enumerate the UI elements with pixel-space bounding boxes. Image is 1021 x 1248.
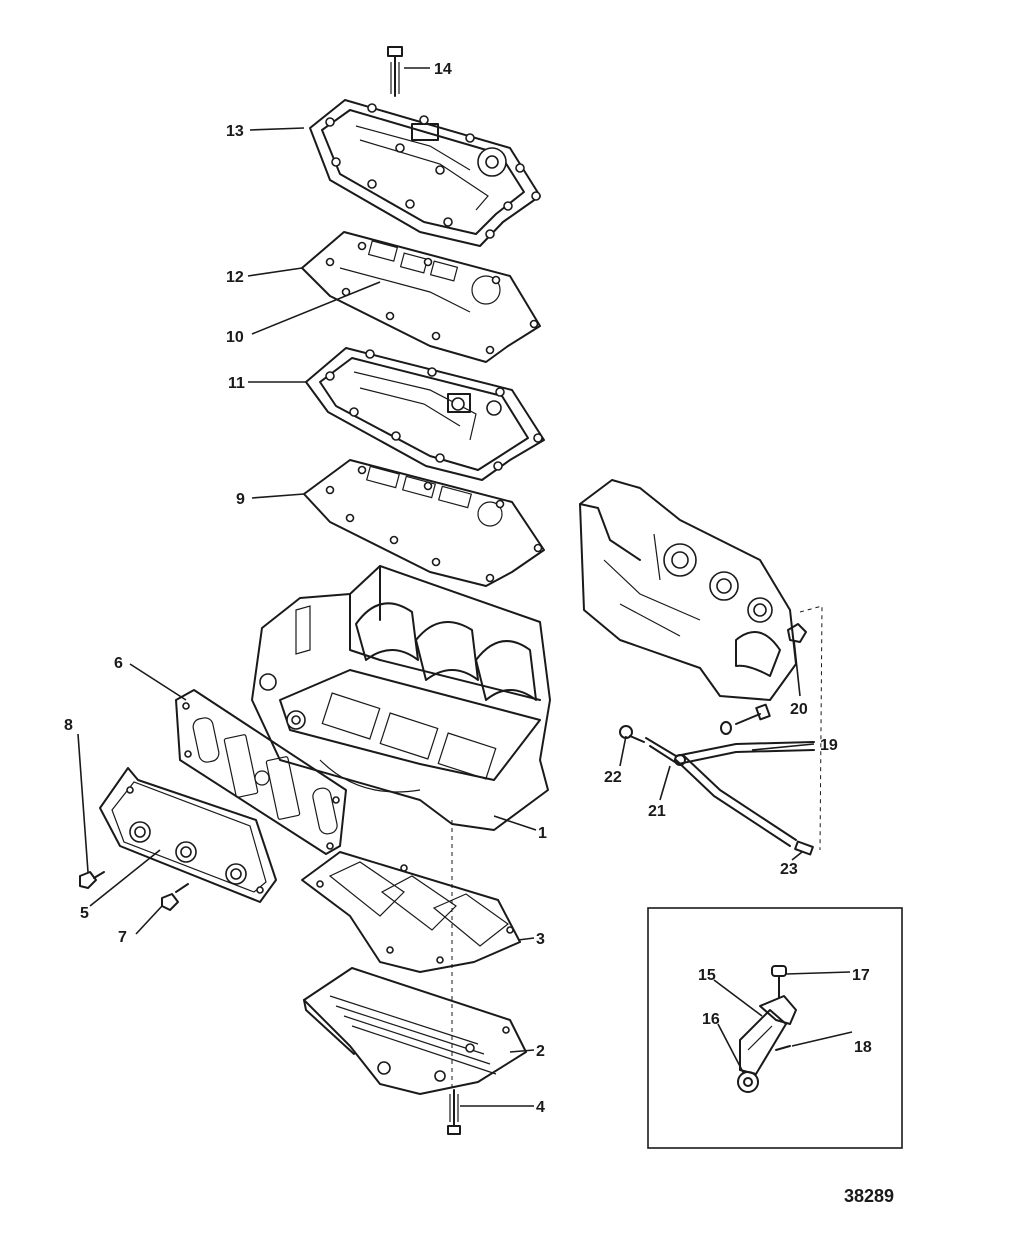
callout-18: 18: [854, 1039, 872, 1056]
part-9-gasket: [303, 459, 545, 587]
part-8-screw: [79, 871, 105, 889]
cylinder-block-side-view: [579, 479, 797, 701]
part-11-divider-plate: [305, 347, 545, 481]
callout-23: 23: [780, 861, 798, 878]
part-17-screw: [771, 965, 787, 999]
diagram-reference-number: 38289: [844, 1186, 894, 1206]
part-15-bracket: [739, 995, 797, 1075]
callout-1: 1: [538, 825, 547, 842]
detail-inset-box: [647, 907, 903, 1149]
callout-13: 13: [226, 123, 244, 140]
callout-15: 15: [698, 967, 716, 984]
callout-12: 12: [226, 269, 244, 286]
part-20-fitting: [787, 623, 807, 643]
part-22-elbow: [619, 725, 645, 743]
part-7-screw: [161, 883, 189, 911]
callout-11: 11: [228, 375, 245, 392]
part-18-pin: [775, 1045, 791, 1051]
callout-9: 9: [236, 491, 245, 508]
part-4-bolt: [447, 1089, 461, 1135]
callout-5: 5: [80, 905, 89, 922]
callout-2: 2: [536, 1043, 545, 1060]
callout-10: 10: [226, 329, 244, 346]
callout-labels: 14 13 12 10 11 9 6 8 1 5 7 3 2 4 20 19 2…: [64, 61, 872, 1116]
part-16-nut: [737, 1071, 759, 1093]
callout-7: 7: [118, 929, 127, 946]
part-3-gasket: [301, 851, 521, 973]
part-13-exhaust-cover: [309, 99, 541, 247]
callout-8: 8: [64, 717, 73, 734]
callout-19: 19: [820, 737, 838, 754]
callout-14: 14: [434, 61, 452, 78]
callout-6: 6: [114, 655, 123, 672]
part-19-hose: [645, 737, 815, 847]
part-21-tee: [674, 754, 686, 766]
part-23-fitting: [794, 840, 814, 856]
leader-lines: [77, 67, 853, 1107]
callout-21: 21: [648, 803, 666, 820]
part-2-reed-plate: [303, 967, 527, 1095]
callout-3: 3: [536, 931, 545, 948]
callout-20: 20: [790, 701, 808, 718]
part-12-gasket: [301, 231, 541, 363]
part-5-transfer-cover: [99, 767, 277, 903]
callout-4: 4: [536, 1099, 545, 1116]
part-6-gasket: [175, 689, 347, 855]
part-14-bolt: [387, 46, 403, 97]
part-1-cylinder-block: [251, 565, 551, 831]
callout-17: 17: [852, 967, 870, 984]
callout-22: 22: [604, 769, 622, 786]
hose-routing-line: [799, 605, 823, 851]
block-bolt: [720, 703, 771, 735]
callout-16: 16: [702, 1011, 720, 1028]
